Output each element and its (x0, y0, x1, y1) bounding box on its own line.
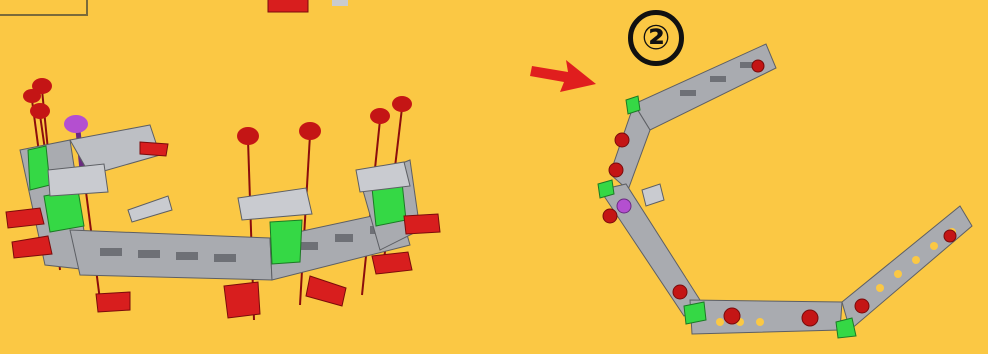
assembled-frame-illustration (580, 30, 988, 354)
frame-plate (642, 184, 664, 206)
screw-heads (23, 78, 412, 145)
exploded-assembly-illustration (0, 0, 520, 354)
frame-special-screw (617, 199, 631, 213)
plates (48, 162, 410, 222)
beam-bottom (70, 210, 410, 280)
nut-top-partial (268, 0, 348, 12)
